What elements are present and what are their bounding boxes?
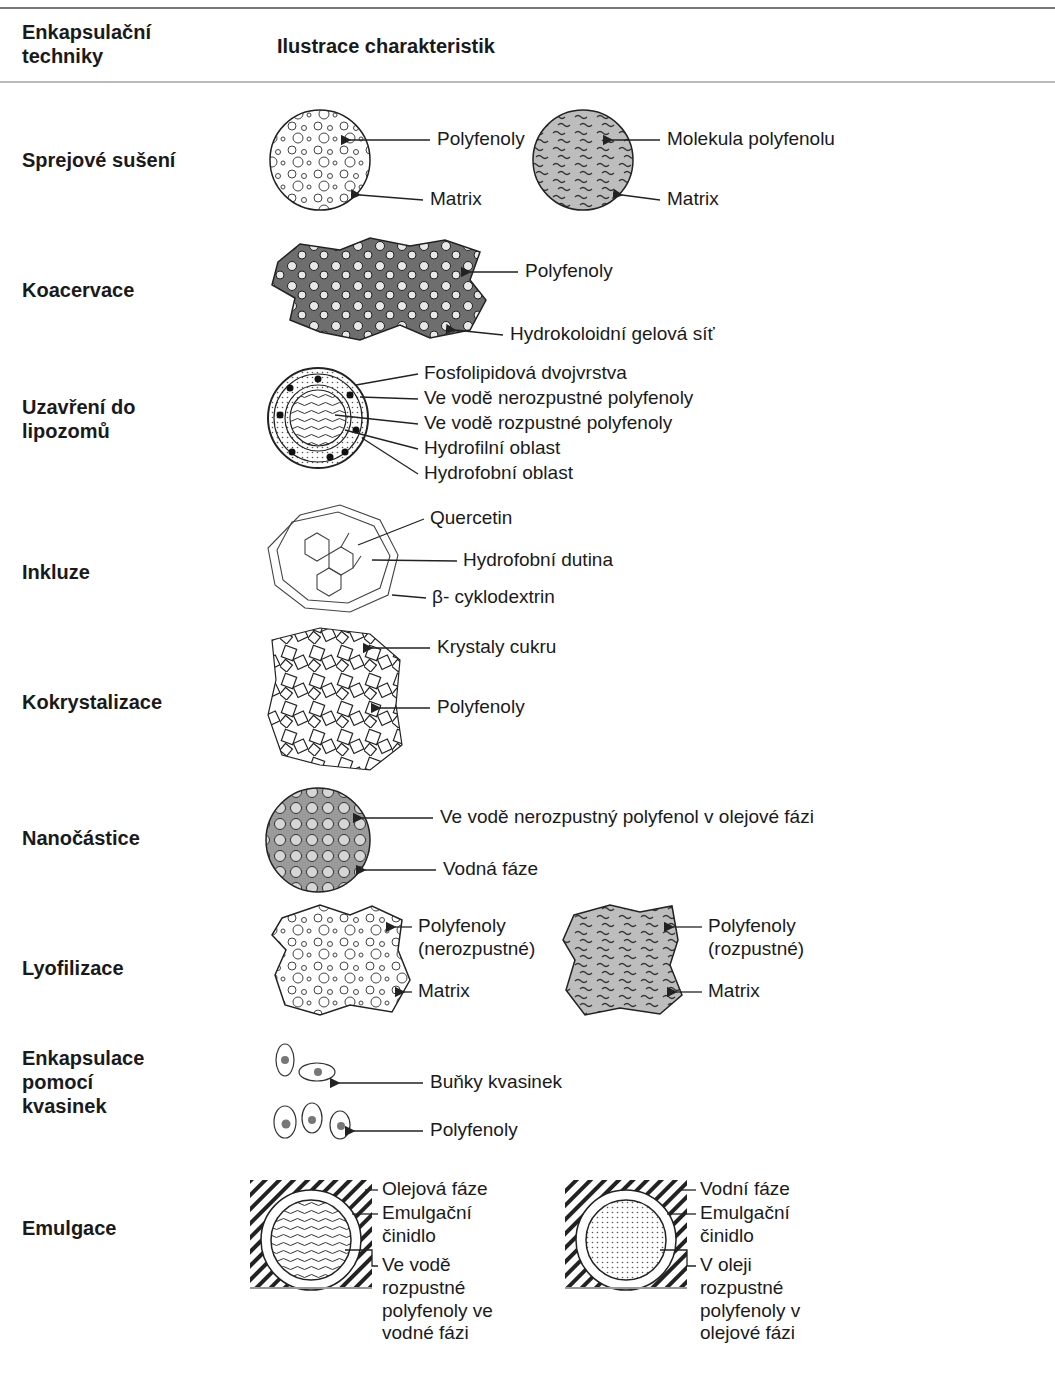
callout-label: Krystaly cukru bbox=[437, 636, 556, 659]
callout-label: Matrix bbox=[708, 980, 760, 1003]
technique-label: Enkapsulace pomocí kvasinek bbox=[22, 1046, 162, 1118]
callout-label: V oleji rozpustné polyfenoly v olejové f… bbox=[700, 1254, 835, 1345]
callout-label: Ve vodě rozpustné polyfenoly ve vodné fá… bbox=[382, 1254, 517, 1345]
callout-label: Polyfenoly (rozpustné) bbox=[708, 915, 823, 961]
technique-label: Koacervace bbox=[22, 278, 134, 302]
callout-label: Polyfenoly bbox=[525, 260, 613, 283]
callout-label: Fosfolipidová dvojvrstva bbox=[424, 362, 627, 385]
callout-label: Olejová fáze bbox=[382, 1178, 488, 1201]
callout-label: Polyfenoly (nerozpustné) bbox=[418, 915, 548, 961]
technique-label: Uzavření do lipozomů bbox=[22, 395, 172, 443]
callout-label: Hydrofobní dutina bbox=[463, 549, 613, 572]
callout-label: Vodná fáze bbox=[443, 858, 538, 881]
callout-label: Matrix bbox=[418, 980, 470, 1003]
technique-label: Lyofilizace bbox=[22, 956, 124, 980]
callout-label: Quercetin bbox=[430, 507, 512, 530]
callout-label: Matrix bbox=[667, 188, 719, 211]
callout-label: Polyfenoly bbox=[437, 128, 525, 151]
technique-label: Sprejové sušení bbox=[22, 148, 175, 172]
callout-label: Polyfenoly bbox=[437, 696, 525, 719]
technique-label: Inkluze bbox=[22, 560, 90, 584]
callout-label: Ve vodě nerozpustné polyfenoly bbox=[424, 387, 693, 410]
technique-label: Kokrystalizace bbox=[22, 690, 162, 714]
callout-label: β- cyklodextrin bbox=[432, 586, 555, 609]
callout-label: Buňky kvasinek bbox=[430, 1071, 562, 1094]
callout-label: Ve vodě rozpustné polyfenoly bbox=[424, 412, 672, 435]
callout-label: Hydrofilní oblast bbox=[424, 437, 560, 460]
callout-label: Vodní fáze bbox=[700, 1178, 790, 1201]
callout-label: Hydrokoloidní gelová síť bbox=[510, 323, 715, 346]
callout-label: Ve vodě nerozpustný polyfenol v olejové … bbox=[440, 806, 814, 829]
technique-label: Nanočástice bbox=[22, 826, 140, 850]
technique-label: Emulgace bbox=[22, 1216, 116, 1240]
callout-label: Polyfenoly bbox=[430, 1119, 518, 1142]
header-cell: Ilustrace charakteristik bbox=[277, 34, 495, 58]
callout-label: Matrix bbox=[430, 188, 482, 211]
callout-label: Emulgační činidlo bbox=[382, 1202, 482, 1248]
callout-label: Molekula polyfenolu bbox=[667, 128, 835, 151]
header-cell: Enkapsulační techniky bbox=[22, 20, 172, 68]
callout-label: Emulgační činidlo bbox=[700, 1202, 800, 1248]
callout-label: Hydrofobní oblast bbox=[424, 462, 573, 485]
